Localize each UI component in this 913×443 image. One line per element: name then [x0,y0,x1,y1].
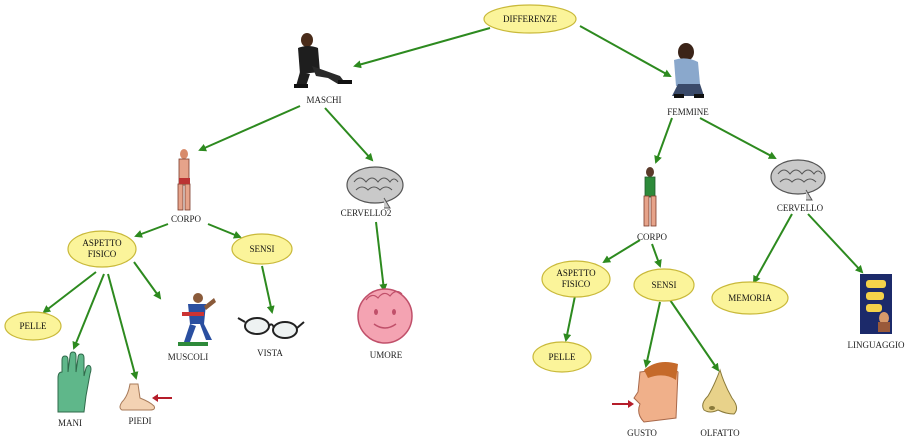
edge-aspetto-muscoli [133,261,162,300]
edge-maschi-cervello [324,107,374,162]
node-label-line1: ASPETTO [82,238,122,248]
brain-icon [346,166,404,209]
edge-fcorpo-sensi [651,243,662,268]
glasses-icon [237,317,305,339]
edge-fcorpo-aspetto [602,239,641,264]
node-f-cervello[interactable]: CERVELLO [777,203,824,213]
node-label: DIFFERENZE [503,14,558,24]
man-sitting-icon [294,33,352,88]
edge-aspetto-piedi [107,273,139,380]
node-label: PELLE [549,352,576,362]
node-label: SENSI [651,280,676,290]
node-femmine[interactable]: FEMMINE [667,107,709,117]
hand-icon [57,351,92,413]
edge-cervello-umore [375,221,388,292]
node-differenze[interactable]: DIFFERENZE [483,4,577,34]
smiley-face-icon [357,288,413,344]
node-f-sensi[interactable]: SENSI [633,268,695,302]
edge-maschi-corpo [198,105,301,152]
node-label-line1: ASPETTO [556,268,596,278]
node-label: PELLE [20,321,47,331]
node-m-pelle[interactable]: PELLE [4,311,62,341]
node-m-piedi[interactable]: PIEDI [129,416,152,426]
node-maschi[interactable]: MASCHI [306,95,341,105]
body-figure-icon [643,167,657,227]
edge-differenze-femmine [579,25,672,77]
edge-fcervello-linguaggio [807,213,864,274]
speech-figure-icon [860,274,892,334]
foot-icon [119,383,172,411]
node-m-aspetto-fisico[interactable]: ASPETTO FISICO [67,230,137,268]
edge-femmine-corpo [654,117,673,164]
edge-fsensi-olfatto [669,299,720,372]
edge-femmine-cervello [699,117,777,159]
body-figure-icon [177,149,191,211]
node-f-olfatto[interactable]: OLFATTO [700,428,740,438]
edge-aspetto-pelle [42,271,97,314]
woman-sitting-icon [672,43,704,98]
edge-fcervello-memoria [753,213,793,284]
edges [42,25,864,380]
node-m-cervello[interactable]: CERVELLO2 [341,208,392,218]
edge-sensi-vista [261,265,275,314]
edge-fsensi-gusto [643,301,661,368]
node-f-pelle[interactable]: PELLE [532,341,592,373]
node-m-vista[interactable]: VISTA [257,348,283,358]
edge-corpo-sensi [207,223,242,239]
node-m-umore[interactable]: UMORE [370,350,403,360]
athlete-icon [178,293,216,346]
node-m-muscoli[interactable]: MUSCOLI [168,352,209,362]
face-profile-icon [612,362,679,423]
node-f-corpo[interactable]: CORPO [637,232,668,242]
node-f-aspetto-fisico[interactable]: ASPETTO FISICO [541,260,611,298]
edge-differenze-maschi [353,27,491,69]
brain-icon [770,159,826,201]
node-f-linguaggio[interactable]: LINGUAGGIO [848,340,905,350]
node-m-sensi[interactable]: SENSI [231,233,293,265]
edge-aspetto-mani [72,273,105,350]
node-label-line2: FISICO [88,249,117,259]
nose-icon [702,368,738,415]
edge-corpo-aspetto [134,223,169,238]
node-label-line2: FISICO [562,279,591,289]
node-m-mani[interactable]: MANI [58,418,82,428]
node-label: MEMORIA [728,293,772,303]
node-f-gusto[interactable]: GUSTO [627,428,657,438]
node-label: SENSI [249,244,274,254]
node-m-corpo[interactable]: CORPO [171,214,202,224]
edge-faspetto-pelle [563,295,576,342]
node-f-memoria[interactable]: MEMORIA [711,281,789,315]
